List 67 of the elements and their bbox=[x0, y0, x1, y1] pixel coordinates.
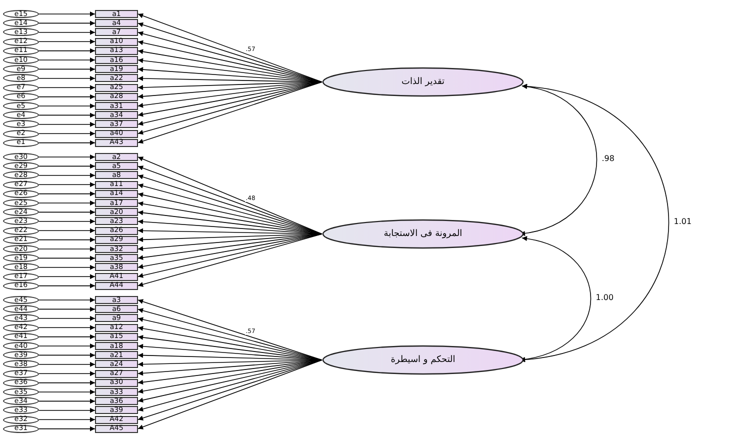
arrow bbox=[38, 58, 96, 62]
arrow bbox=[38, 94, 96, 100]
arrow bbox=[138, 82, 322, 117]
arrow bbox=[38, 228, 96, 234]
arrow bbox=[138, 317, 322, 360]
arrow bbox=[38, 298, 96, 302]
arrow bbox=[520, 236, 592, 362]
arrow bbox=[38, 390, 96, 394]
arrow bbox=[38, 237, 96, 242]
edge-label: 1.01 bbox=[672, 218, 693, 226]
arrow bbox=[38, 131, 96, 136]
arrow bbox=[38, 417, 96, 422]
arrow bbox=[38, 371, 96, 376]
latent-factor-ellipse: المرونة فى الاستجابة bbox=[322, 219, 524, 249]
arrow bbox=[138, 192, 322, 234]
arrow bbox=[38, 283, 96, 288]
arrow bbox=[38, 274, 96, 280]
arrow bbox=[38, 344, 96, 348]
arrow bbox=[38, 76, 96, 81]
arrow bbox=[138, 49, 322, 82]
arrow bbox=[38, 85, 96, 90]
arrow bbox=[38, 172, 96, 178]
arrow bbox=[138, 234, 322, 278]
arrow bbox=[38, 39, 96, 44]
arrow bbox=[38, 140, 96, 146]
arrow bbox=[38, 48, 96, 54]
arrow bbox=[138, 201, 322, 234]
arrow bbox=[38, 182, 96, 188]
arrow bbox=[38, 154, 96, 160]
arrow bbox=[38, 334, 96, 340]
arrow bbox=[38, 306, 96, 312]
arrow bbox=[38, 426, 96, 432]
arrow bbox=[38, 20, 96, 26]
arrow bbox=[38, 380, 96, 386]
arrow bbox=[138, 334, 322, 360]
arrow bbox=[38, 122, 96, 127]
latent-factor-ellipse: التحكم و اسيطرة bbox=[322, 345, 524, 375]
arrow bbox=[138, 234, 322, 287]
arrow bbox=[38, 264, 96, 270]
arrow bbox=[138, 82, 322, 126]
arrow bbox=[138, 234, 322, 269]
arrow bbox=[38, 256, 96, 261]
arrow bbox=[38, 12, 96, 16]
arrow bbox=[38, 352, 96, 358]
arrow bbox=[138, 360, 322, 403]
arrow bbox=[38, 66, 96, 72]
arrow bbox=[38, 246, 96, 252]
arrow bbox=[38, 191, 96, 196]
arrow bbox=[38, 200, 96, 206]
edge-label: 1.00 bbox=[594, 294, 615, 302]
arrow bbox=[520, 84, 670, 362]
arrow bbox=[138, 360, 322, 394]
latent-factor-ellipse: تقدير الذات bbox=[322, 67, 524, 97]
arrow bbox=[38, 398, 96, 404]
arrow bbox=[38, 30, 96, 35]
arrow bbox=[38, 316, 96, 321]
arrow bbox=[38, 210, 96, 215]
arrow bbox=[138, 326, 322, 360]
arrow bbox=[38, 362, 96, 367]
arrow bbox=[138, 40, 322, 82]
arrow bbox=[38, 112, 96, 118]
edge-label: .98 bbox=[600, 155, 616, 163]
arrow bbox=[38, 408, 96, 413]
arrow bbox=[38, 104, 96, 108]
arrow bbox=[38, 164, 96, 169]
arrow bbox=[38, 218, 96, 224]
arrow bbox=[38, 325, 96, 330]
